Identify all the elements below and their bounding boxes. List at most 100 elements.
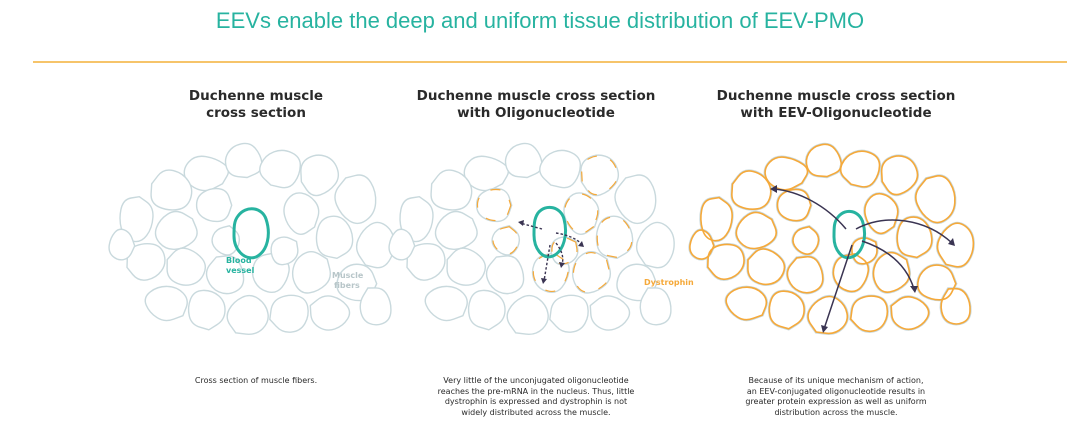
caption-line: widely distributed across the muscle. bbox=[461, 407, 611, 417]
panel-title-line: Duchenne muscle bbox=[188, 88, 324, 104]
arrowhead bbox=[948, 238, 955, 246]
caption-line: dystrophin is expressed and dystrophin i… bbox=[444, 397, 628, 406]
muscle-fiber bbox=[563, 192, 600, 235]
panel-caption: Because of its unique mechanism of actio… bbox=[696, 376, 976, 418]
panel-title: Duchenne muscle cross section with Oligo… bbox=[356, 88, 716, 122]
muscle-fiber bbox=[430, 169, 473, 211]
dystrophin-fiber-outline bbox=[572, 251, 611, 293]
muscle-fibers bbox=[108, 142, 395, 335]
panel-title: Duchenne muscle cross section bbox=[76, 88, 436, 122]
muscle-fiber bbox=[434, 210, 478, 251]
arrow-down bbox=[543, 244, 551, 282]
dystrophin-fiber-outline bbox=[832, 253, 870, 293]
caption-line: reaches the pre-mRNA in the nucleus. Thu… bbox=[437, 386, 635, 396]
muscle-cross-section-diagram: Dystrophin bbox=[388, 142, 694, 335]
muscle-fiber bbox=[506, 294, 549, 335]
caption-line: distribution across the muscle. bbox=[774, 407, 898, 417]
arrow-right bbox=[855, 219, 953, 244]
blood-vessel bbox=[532, 205, 568, 259]
panel-caption: Very little of the unconjugated oligonuc… bbox=[396, 376, 676, 418]
muscle-fiber bbox=[315, 215, 354, 260]
dystrophin-fiber-outline bbox=[805, 143, 843, 178]
muscle-fiber bbox=[205, 255, 245, 295]
dystrophin-fiber-outline bbox=[596, 216, 633, 259]
dystrophin-fiber-outline bbox=[689, 229, 715, 260]
arrow-up-left bbox=[773, 188, 847, 230]
muscle-fiber bbox=[108, 228, 136, 261]
muscle-fiber bbox=[635, 221, 675, 269]
muscle-fiber bbox=[475, 187, 513, 223]
muscle-fiber bbox=[269, 294, 309, 333]
muscle-fiber bbox=[639, 287, 672, 326]
muscle-fiber bbox=[871, 250, 912, 294]
dystrophin-fiber-outline bbox=[890, 296, 930, 331]
muscle-fiber bbox=[195, 187, 233, 223]
dystrophin-fibers bbox=[476, 155, 633, 293]
caption-line: Very little of the unconjugated oligonuc… bbox=[443, 376, 629, 385]
dystrophin-fiber-outline bbox=[551, 237, 578, 265]
dystrophin-fiber-outline bbox=[864, 192, 899, 235]
dystrophin-fiber-outline bbox=[872, 251, 911, 293]
distribution-arrows bbox=[773, 188, 953, 330]
muscle-fiber bbox=[889, 295, 931, 331]
panel-eev-oligonucleotide: Duchenne muscle cross section with EEV-O… bbox=[656, 88, 1016, 438]
arrowhead bbox=[559, 262, 565, 268]
dystrophin-fiber-outline bbox=[764, 156, 809, 191]
blood-vessel bbox=[832, 209, 867, 260]
dystrophin-fiber-outline bbox=[786, 255, 824, 294]
muscle-fiber bbox=[467, 289, 506, 331]
arrowhead bbox=[541, 278, 547, 284]
muscle-fiber bbox=[699, 195, 734, 243]
panel-title: Duchenne muscle cross section with EEV-O… bbox=[656, 88, 1016, 122]
dystrophin-fiber-outline bbox=[768, 290, 805, 330]
muscle-fiber bbox=[283, 192, 320, 235]
muscle-cross-section-diagram bbox=[688, 142, 975, 335]
panel-title-line: Duchenne muscle cross section bbox=[716, 88, 956, 104]
arrowhead bbox=[578, 241, 584, 247]
muscle-fiber bbox=[550, 236, 579, 266]
arrowhead bbox=[770, 185, 777, 193]
muscle-fiber bbox=[571, 250, 612, 294]
caption-line: Cross section of muscle fibers. bbox=[194, 376, 318, 385]
arrow-right-down bbox=[861, 240, 915, 290]
dystrophin-fiber-outline bbox=[916, 264, 957, 301]
arrowhead bbox=[910, 286, 918, 293]
dystrophin-fiber-outline bbox=[849, 295, 889, 333]
dystrophin-fiber-outline bbox=[792, 225, 820, 255]
arrow-down-left bbox=[823, 244, 853, 330]
dystrophin-fiber-outline bbox=[731, 170, 772, 210]
caption-line: greater protein expression as well as un… bbox=[745, 397, 927, 406]
dystrophin-fiber-outline bbox=[940, 287, 971, 325]
muscle-fiber bbox=[334, 174, 377, 225]
arrow-down-right bbox=[555, 242, 564, 266]
dystrophin-label: Dystrophin bbox=[644, 278, 694, 287]
muscle-fiber bbox=[491, 225, 521, 256]
muscle-fiber bbox=[446, 247, 487, 286]
panel-oligonucleotide: Duchenne muscle cross section with Oligo… bbox=[356, 88, 716, 438]
muscle-cross-section-diagram: Blood vessel Muscle fibers bbox=[108, 142, 395, 335]
muscle-fiber bbox=[359, 287, 392, 326]
dystrophin-fiber-outline bbox=[476, 188, 512, 222]
muscle-fiber bbox=[270, 236, 299, 266]
blood-vessel-label-line: Blood bbox=[226, 256, 252, 265]
arrowhead bbox=[518, 220, 524, 226]
muscle-fiber bbox=[399, 195, 434, 243]
muscle-fiber bbox=[791, 225, 821, 256]
dystrophin-fiber-outline bbox=[735, 211, 778, 250]
muscle-fiber bbox=[863, 192, 900, 235]
dystrophin-fiber-outline bbox=[747, 248, 786, 286]
muscle-fibers-label-line: Muscle bbox=[332, 271, 364, 280]
muscle-fiber bbox=[424, 285, 468, 322]
muscle-fiber bbox=[119, 195, 154, 243]
arrow-up-left bbox=[519, 222, 543, 230]
muscle-fiber bbox=[580, 154, 620, 197]
muscle-fiber bbox=[259, 149, 302, 189]
dystrophin-fiber-outline bbox=[532, 253, 569, 293]
muscle-fiber bbox=[300, 154, 340, 197]
page-title: EEVs enable the deep and uniform tissue … bbox=[215, 8, 865, 33]
caption-line: Because of its unique mechanism of actio… bbox=[748, 376, 924, 385]
muscle-fibers bbox=[388, 142, 675, 335]
panel-caption: Cross section of muscle fibers. bbox=[116, 376, 396, 387]
panel-title-line: Duchenne muscle cross section bbox=[416, 88, 656, 104]
muscle-fiber bbox=[549, 294, 589, 333]
